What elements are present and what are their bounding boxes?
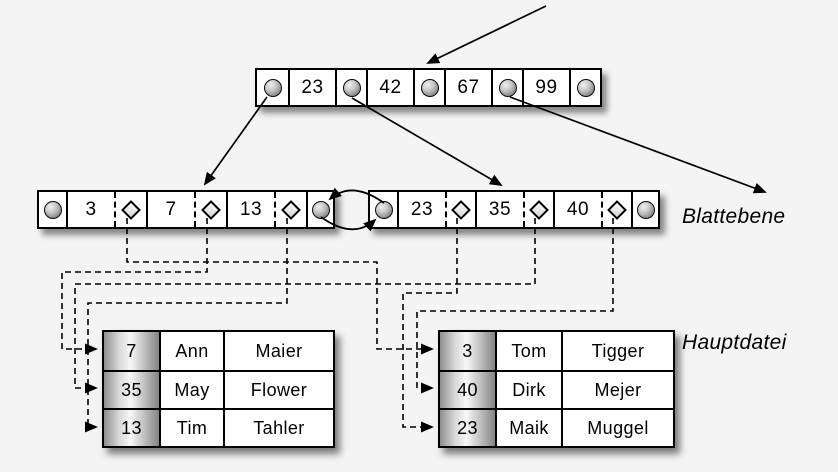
table-right-first-1: Dirk [495, 370, 561, 408]
pointer-circle-icon [374, 200, 393, 219]
root-node: 23 42 67 99 [255, 68, 602, 107]
root-pointer-1 [335, 70, 366, 105]
table-left-first-0: Ann [159, 332, 223, 370]
root-pointer-0 [257, 70, 288, 105]
table-left-last-2: Tahler [223, 408, 333, 446]
right-leaf-prev-pointer [370, 192, 397, 227]
root-key-3: 99 [522, 70, 569, 105]
pointer-circle-icon [636, 200, 655, 219]
record-pointer-diamond-icon [451, 199, 471, 220]
pointer-circle-icon [263, 78, 282, 97]
pointer-circle-icon [342, 78, 361, 97]
root-key-2: 67 [444, 70, 491, 105]
table-left-key-0: 7 [104, 332, 159, 370]
table-left-key-2: 13 [104, 408, 159, 446]
child-pointer-arrow-far-right [509, 96, 767, 194]
table-left-first-1: May [159, 370, 223, 408]
main-file-table-right: 3 Tom Tigger 40 Dirk Mejer 23 Maik Mugge… [438, 330, 675, 448]
table-right-key-1: 40 [440, 370, 495, 408]
table-right-first-0: Tom [495, 332, 561, 370]
main-file-label: Hauptdatei [682, 331, 787, 354]
pointer-circle-icon [420, 78, 439, 97]
table-left-key-1: 35 [104, 370, 159, 408]
pointer-circle-icon [311, 200, 330, 219]
record-pointer-diamond-icon [281, 199, 301, 220]
root-pointer-4 [569, 70, 600, 105]
table-right-last-1: Mejer [561, 370, 673, 408]
table-right-key-2: 23 [440, 408, 495, 446]
entry-arrow [426, 5, 547, 64]
left-leaf-next-pointer [306, 192, 333, 227]
record-pointer-diamond-icon [121, 199, 141, 220]
left-leaf-entry-0: 3 [66, 192, 146, 227]
pointer-circle-icon [576, 78, 595, 97]
child-pointer-arrow-left [203, 96, 268, 186]
child-pointer-arrow-right [351, 97, 503, 187]
root-key-0: 23 [288, 70, 335, 105]
root-pointer-2 [413, 70, 444, 105]
right-leaf-entry-2: 40 [553, 192, 631, 227]
root-pointer-3 [491, 70, 522, 105]
root-key-1: 42 [366, 70, 413, 105]
right-leaf-entry-1: 35 [475, 192, 553, 227]
pointer-circle-icon [498, 78, 517, 97]
record-pointer-diamond-icon [529, 199, 549, 220]
record-pointer-diamond-icon [607, 199, 627, 220]
table-left-last-1: Flower [223, 370, 333, 408]
main-file-table-left: 7 Ann Maier 35 May Flower 13 Tim Tahler [102, 330, 335, 448]
table-left-first-2: Tim [159, 408, 223, 446]
table-right-first-2: Maik [495, 408, 561, 446]
right-leaf-next-pointer [631, 192, 658, 227]
left-leaf-entry-2: 13 [226, 192, 306, 227]
leaf-level-label: Blattebene [682, 205, 786, 228]
table-right-last-0: Tigger [561, 332, 673, 370]
left-leaf-prev-pointer [39, 192, 66, 227]
pointer-circle-icon [43, 200, 62, 219]
right-leaf-entry-0: 23 [397, 192, 475, 227]
table-right-key-0: 3 [440, 332, 495, 370]
right-leaf-node: 23 35 40 [368, 190, 660, 229]
table-right-last-2: Muggel [561, 408, 673, 446]
left-leaf-node: 3 7 13 [37, 190, 335, 229]
left-leaf-entry-1: 7 [146, 192, 226, 227]
table-left-last-0: Maier [223, 332, 333, 370]
record-pointer-diamond-icon [201, 199, 221, 220]
